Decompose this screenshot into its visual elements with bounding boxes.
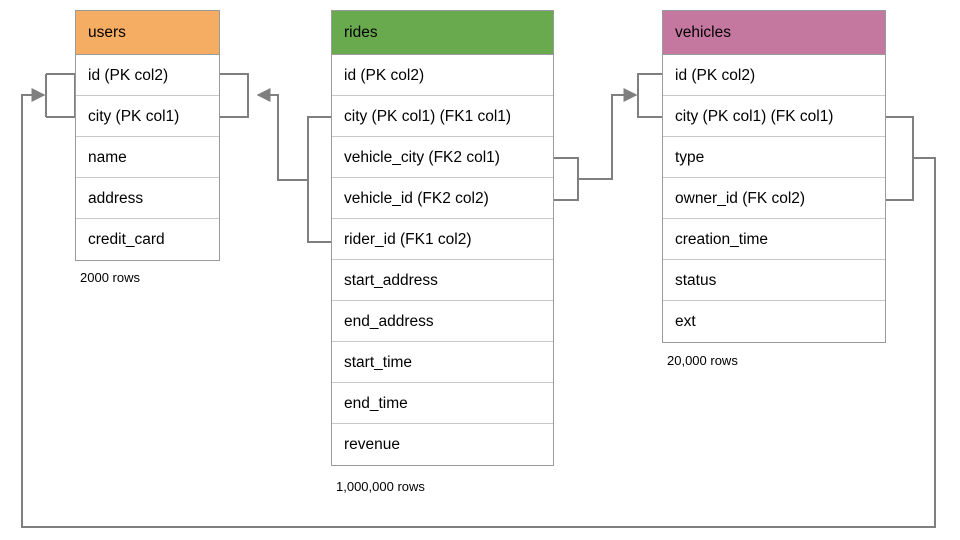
field-rides-vehicle-id[interactable]: vehicle_id (FK2 col2) [332,178,553,219]
field-rides-end-address[interactable]: end_address [332,301,553,342]
field-vehicles-city[interactable]: city (PK col1) (FK col1) [663,96,885,137]
field-users-address[interactable]: address [76,178,219,219]
entity-users[interactable]: users id (PK col2) city (PK col1) name a… [75,10,220,261]
field-rides-city[interactable]: city (PK col1) (FK1 col1) [332,96,553,137]
field-vehicles-type[interactable]: type [663,137,885,178]
field-rides-start-address[interactable]: start_address [332,260,553,301]
field-vehicles-owner-id[interactable]: owner_id (FK col2) [663,178,885,219]
row-count-vehicles: 20,000 rows [667,353,738,368]
field-vehicles-ext[interactable]: ext [675,313,696,330]
field-rides-rider-id[interactable]: rider_id (FK1 col2) [332,219,553,260]
field-rides-id[interactable]: id (PK col2) [332,55,553,96]
field-rides-vehicle-city[interactable]: vehicle_city (FK2 col1) [332,137,553,178]
row-count-rides: 1,000,000 rows [336,479,425,494]
field-rides-end-time[interactable]: end_time [332,383,553,424]
field-users-city[interactable]: city (PK col1) [76,96,219,137]
field-users-name[interactable]: name [76,137,219,178]
field-rides-start-time[interactable]: start_time [332,342,553,383]
field-users-credit-card[interactable]: credit_card [88,231,165,248]
entity-rides[interactable]: rides id (PK col2) city (PK col1) (FK1 c… [331,10,554,466]
entity-vehicles[interactable]: vehicles id (PK col2) city (PK col1) (FK… [662,10,886,343]
connector-rides-fk2-to-vehicles [554,73,662,201]
field-vehicles-creation-time[interactable]: creation_time [663,219,885,260]
entity-vehicles-header: vehicles [663,11,885,55]
connector-rides-fk1-to-users [220,73,331,243]
field-vehicles-status[interactable]: status [663,260,885,301]
entity-rides-header: rides [332,11,553,55]
field-users-id[interactable]: id (PK col2) [76,55,219,96]
field-vehicles-id[interactable]: id (PK col2) [663,55,885,96]
row-count-users: 2000 rows [80,270,140,285]
field-rides-revenue[interactable]: revenue [344,436,401,453]
entity-users-header: users [76,11,219,55]
